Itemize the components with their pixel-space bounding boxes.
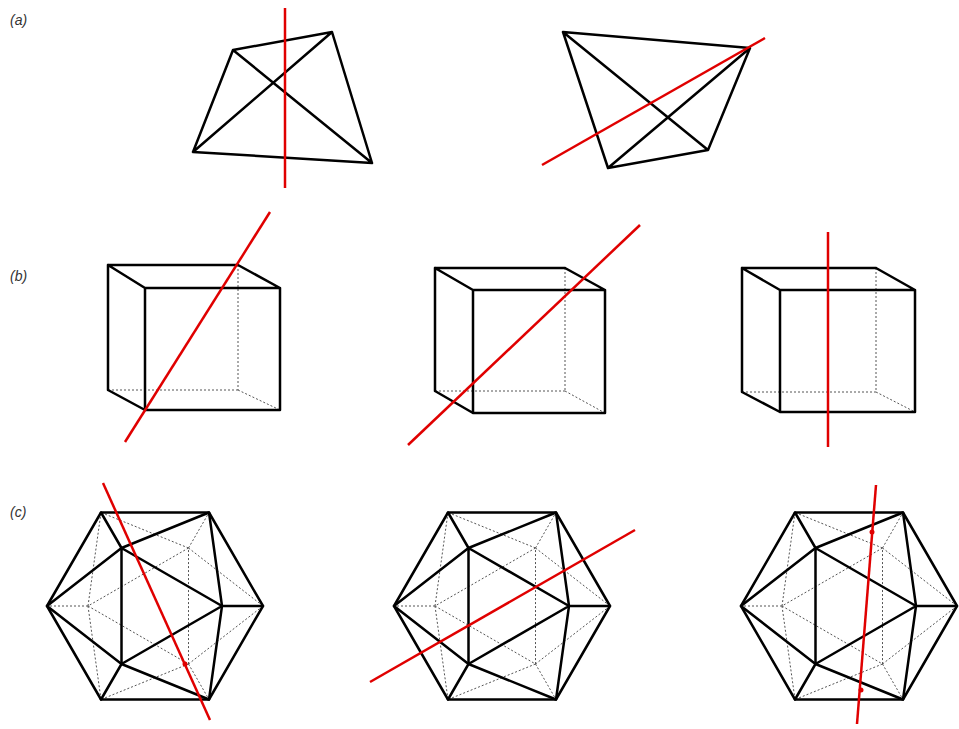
- cube: [108, 212, 280, 442]
- icosahedron: [741, 485, 957, 724]
- cube: [408, 225, 640, 445]
- part-label: (c): [10, 504, 26, 521]
- part-label: (a): [10, 12, 27, 29]
- icosahedron: [47, 483, 263, 720]
- part-label: (b): [10, 268, 27, 285]
- tetrahedron: [193, 8, 372, 188]
- tetrahedron: [542, 32, 765, 168]
- icosahedron: [370, 513, 635, 700]
- cube: [742, 232, 915, 447]
